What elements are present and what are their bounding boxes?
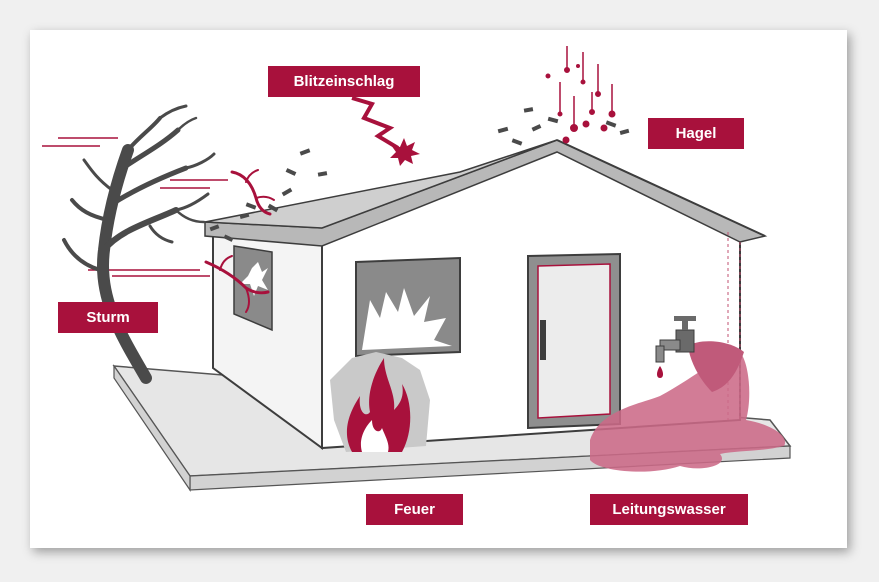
label-tap-water: Leitungswasser — [590, 494, 748, 525]
label-hail: Hagel — [648, 118, 744, 149]
water-puddle — [590, 350, 786, 472]
label-storm: Sturm — [58, 302, 158, 333]
label-fire: Feuer — [366, 494, 463, 525]
fire-flames — [346, 358, 411, 452]
broken-branches — [204, 169, 275, 313]
lightning-bolt — [351, 96, 400, 150]
flying-roof-tiles — [209, 107, 630, 242]
hail — [545, 46, 616, 144]
lightning-impact — [390, 138, 420, 166]
storm-tree — [62, 104, 216, 384]
label-lightning: Blitzeinschlag — [268, 66, 420, 97]
water-faucet — [655, 316, 696, 378]
